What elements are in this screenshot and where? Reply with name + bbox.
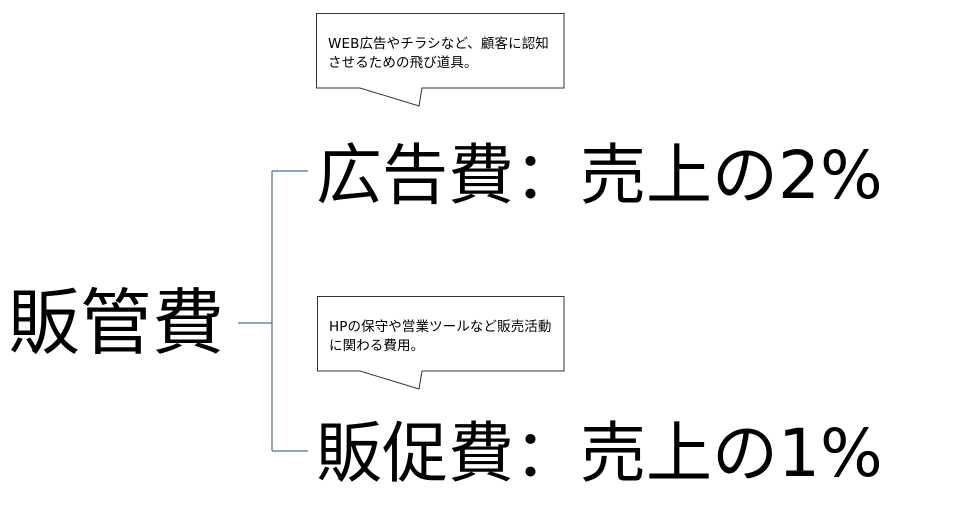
root-label: 販管費	[8, 281, 225, 365]
callout-promotion-text: HPの保守や営業ツールなど販売活動に関わる費用。	[329, 319, 552, 354]
callout-bubble-shape	[316, 13, 565, 107]
branch-advertising-label: 広告費：売上の2%	[316, 137, 883, 214]
callout-advertising-text: WEB広告やチラシなど、顧客に認知させるための飛び道具。	[328, 36, 549, 71]
callout-advertising: WEB広告やチラシなど、顧客に認知させるための飛び道具。	[316, 13, 570, 107]
callout-promotion: HPの保守や営業ツールなど販売活動に関わる費用。	[317, 296, 571, 390]
callout-bubble-shape	[317, 296, 565, 390]
branch-promotion-label: 販促費：売上の1%	[316, 415, 883, 492]
